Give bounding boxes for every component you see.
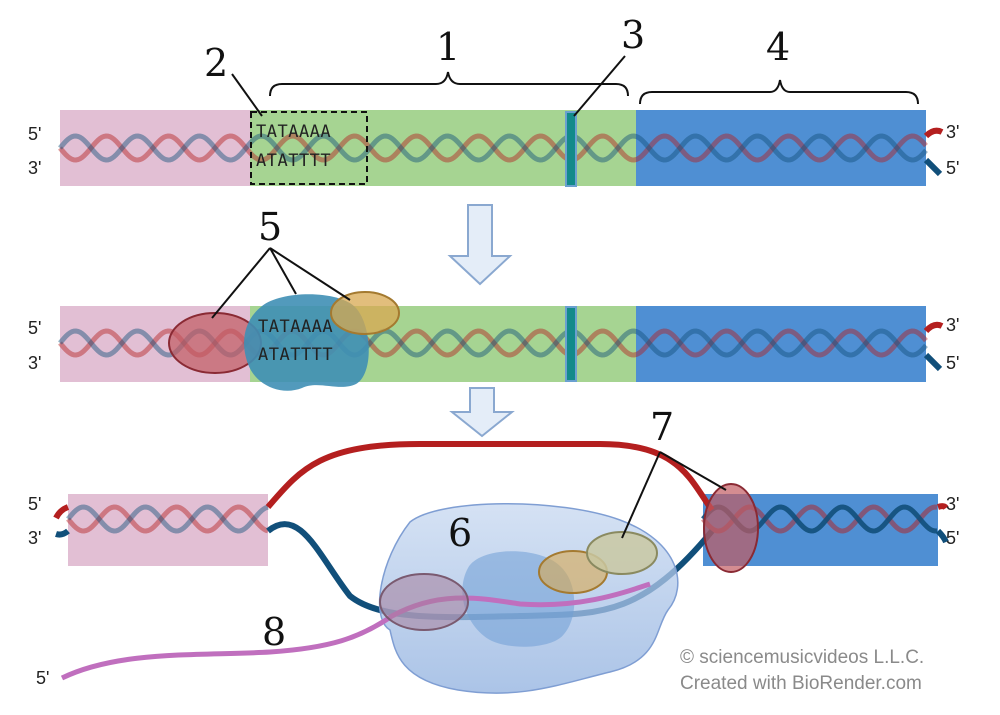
dna-row-2: TATAAAA ATATTTT 5' 3' 3' 5' 5 <box>28 205 959 391</box>
label-6: 6 <box>448 511 472 555</box>
end-tail-bottom <box>923 157 943 177</box>
three-prime-label: 3' <box>946 122 959 142</box>
biorender-credit: Created with BioRender.com <box>680 673 922 694</box>
downstream-region <box>636 306 926 382</box>
dna-row-1: TATAAAA ATATTTT 5' 3' 3' 5' 1 2 3 4 <box>28 13 959 187</box>
promoter-region <box>60 110 250 186</box>
five-prime-label: 5' <box>28 124 41 144</box>
label-8: 8 <box>262 610 286 654</box>
label-2: 2 <box>204 41 228 85</box>
pointer-label-5 <box>211 247 271 319</box>
end-tail-top <box>923 127 944 139</box>
strand-bottom <box>58 133 928 163</box>
dna-row-3: 5' 3' 3' 5' 5' 6 7 8 <box>28 405 959 694</box>
five-prime-label: 5' <box>946 158 959 178</box>
process-arrow-2 <box>449 387 515 438</box>
end-tail-bottom <box>55 528 70 538</box>
five-prime-label: 5' <box>36 668 49 688</box>
pointer-label-7 <box>659 451 727 491</box>
five-prime-label: 5' <box>946 528 959 548</box>
tata-top-sequence: TATAAAA <box>256 122 331 142</box>
end-tail-bottom <box>923 352 943 372</box>
label-3: 3 <box>621 13 645 57</box>
brace-label-1 <box>269 71 629 97</box>
tata-bottom-sequence: ATATTTT <box>256 151 331 171</box>
end-tail-top <box>937 503 949 510</box>
tata-bottom-sequence: ATATTTT <box>258 345 333 365</box>
label-1: 1 <box>436 25 460 69</box>
pointer-label-7 <box>621 451 661 539</box>
strand-bottom <box>66 504 269 534</box>
pointer-label-5 <box>269 247 351 301</box>
three-prime-label: 3' <box>28 353 41 373</box>
process-arrow-1 <box>447 204 513 286</box>
downstream-region <box>636 110 926 186</box>
terminator-marker <box>565 306 577 382</box>
five-prime-label: 5' <box>946 353 959 373</box>
tata-top-sequence: TATAAAA <box>258 317 333 337</box>
pointer-label-3 <box>573 55 626 117</box>
strand-top <box>66 504 269 534</box>
label-4: 4 <box>766 25 790 69</box>
five-prime-label: 5' <box>28 494 41 514</box>
end-tail-bottom <box>935 528 949 544</box>
three-prime-label: 3' <box>28 158 41 178</box>
label-7: 7 <box>650 405 674 449</box>
three-prime-label: 3' <box>946 315 959 335</box>
promoter-region <box>68 494 268 566</box>
template-strand-open <box>265 441 715 512</box>
transcription-factor-green <box>586 531 658 575</box>
transcription-factor-downstream <box>703 483 759 573</box>
copyright-credit: © sciencemusicvideos L.L.C. <box>680 647 925 668</box>
strand-top <box>58 133 928 163</box>
end-tail-top <box>923 321 944 334</box>
terminator-marker <box>565 111 577 187</box>
pointer-label-5 <box>269 247 297 295</box>
transcription-factor-gold <box>330 291 400 335</box>
label-5: 5 <box>258 205 282 249</box>
end-tail-top <box>53 504 70 520</box>
pointer-label-2 <box>231 73 263 117</box>
five-prime-label: 5' <box>28 318 41 338</box>
three-prime-label: 3' <box>28 528 41 548</box>
three-prime-label: 3' <box>946 494 959 514</box>
tata-box <box>250 111 368 185</box>
brace-label-4 <box>639 79 919 105</box>
transcription-factor-red <box>379 573 469 631</box>
